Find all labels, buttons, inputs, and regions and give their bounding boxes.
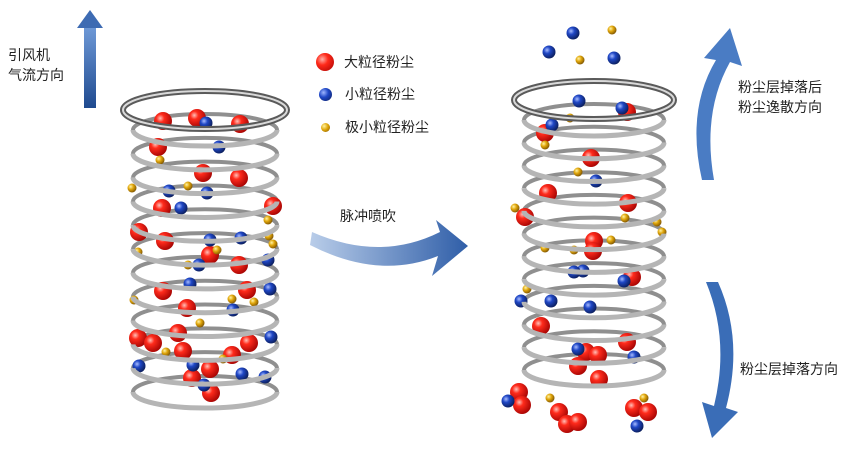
dust-scatter-label-line1: 粉尘层掉落后 xyxy=(738,80,822,96)
cage-ring-front xyxy=(521,142,667,162)
cage-ring-front xyxy=(130,153,280,173)
small-particle xyxy=(544,294,558,308)
cage-top-ring-highlight xyxy=(122,90,288,130)
tiny-particle xyxy=(540,140,550,150)
large-particle xyxy=(174,342,192,360)
cage-ring-front xyxy=(521,369,667,389)
cage-ring-front xyxy=(521,119,667,139)
small-particle xyxy=(630,419,644,433)
small-particle xyxy=(545,118,559,132)
legend-label-small: 小粒径粉尘 xyxy=(345,87,415,103)
small-particle xyxy=(607,51,621,65)
dust-fall-label: 粉尘层掉落方向 xyxy=(740,362,838,378)
tiny-particle xyxy=(606,235,616,245)
cage-ring-front xyxy=(130,320,280,340)
dust-fall-arrow xyxy=(702,282,738,438)
tiny-particle xyxy=(183,181,193,191)
tiny-particle xyxy=(573,167,583,177)
legend-item-tiny: 极小粒径粉尘 xyxy=(321,117,429,137)
large-particle xyxy=(144,334,162,352)
dust-scatter-arrow xyxy=(696,28,742,180)
small-particle xyxy=(174,201,188,215)
tiny-particle xyxy=(639,393,649,403)
dust-scatter-label-line2: 粉尘逸散方向 xyxy=(738,100,822,116)
tiny-particle xyxy=(212,245,222,255)
tiny-particle xyxy=(227,294,237,304)
legend-label-large: 大粒径粉尘 xyxy=(344,55,414,71)
legend-item-large: 大粒径粉尘 xyxy=(316,52,414,72)
large-particle xyxy=(639,403,657,421)
cage-ring-front xyxy=(130,177,280,197)
small-particle xyxy=(615,101,629,115)
pulse-blow-arrow xyxy=(310,220,468,276)
cage-ring-front xyxy=(521,255,667,275)
tiny-particle xyxy=(545,393,555,403)
cage-ring-front xyxy=(521,346,667,366)
cage-ring-front xyxy=(521,187,667,207)
cage-ring-front xyxy=(130,224,280,244)
tiny-particle xyxy=(249,297,259,307)
cage-ring-front xyxy=(130,200,280,220)
cage-ring-front xyxy=(521,324,667,344)
cage-ring-front xyxy=(521,278,667,298)
small-particle xyxy=(571,342,585,356)
small-particle xyxy=(572,94,586,108)
large-particle-icon xyxy=(316,53,334,71)
small-particle xyxy=(542,45,556,59)
large-particle xyxy=(569,413,587,431)
small-particle xyxy=(501,394,515,408)
tiny-particle-icon xyxy=(321,122,330,132)
filter-cage-left xyxy=(120,68,290,411)
fan-airflow-label-line1: 引风机 xyxy=(8,48,50,64)
cage-ring-front xyxy=(130,248,280,268)
small-particle xyxy=(566,26,580,40)
cage-ring-front xyxy=(130,272,280,292)
small-particle-icon xyxy=(319,87,332,101)
cage-ring-front xyxy=(521,233,667,253)
tiny-particle xyxy=(607,25,617,35)
fan-airflow-label-line2: 气流方向 xyxy=(8,68,64,84)
tiny-particle xyxy=(575,55,585,65)
large-particle xyxy=(569,357,587,375)
cage-ring-front xyxy=(130,129,280,149)
fan-airflow-arrow xyxy=(77,10,103,108)
tiny-particle xyxy=(510,203,520,213)
cage-ring-front xyxy=(521,210,667,230)
legend-label-tiny: 极小粒径粉尘 xyxy=(345,120,429,136)
cage-ring-front xyxy=(130,367,280,387)
large-particle xyxy=(513,396,531,414)
cage-ring-front xyxy=(130,391,280,411)
cage-ring-front xyxy=(130,343,280,363)
cage-ring-front xyxy=(130,296,280,316)
tiny-particle xyxy=(155,155,165,165)
pulse-blow-label: 脉冲喷吹 xyxy=(340,209,396,225)
cage-top-ring-highlight xyxy=(513,80,675,120)
cage-ring-front xyxy=(521,164,667,184)
large-particle xyxy=(625,399,643,417)
cage-ring-front xyxy=(521,301,667,321)
legend-item-small: 小粒径粉尘 xyxy=(319,84,415,104)
filter-cage-right xyxy=(501,25,677,433)
